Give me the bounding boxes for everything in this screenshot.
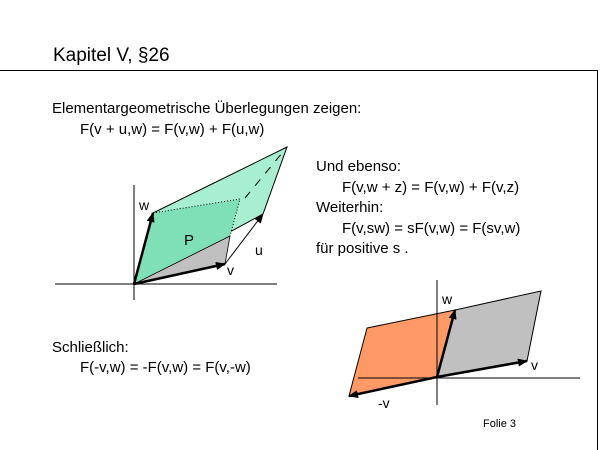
- vector-u: [224, 213, 264, 265]
- formula-scaling: F(v,sw) = sF(v,w) = F(sv,w): [342, 220, 521, 237]
- positive-s-text: für positive s .: [316, 240, 409, 257]
- vector-v: [133, 262, 226, 286]
- label-p: P: [184, 232, 194, 249]
- label-w: w: [138, 197, 150, 213]
- und-ebenso-text: Und ebenso:: [316, 158, 402, 175]
- vector-neg-v: [348, 375, 438, 399]
- parallelogram-v-w: [436, 290, 542, 378]
- content-frame: [0, 70, 598, 450]
- formula-additivity-w: F(v,w + z) = F(v,w) + F(v,z): [342, 179, 520, 196]
- parallelogram-neg-v-w: [348, 309, 456, 397]
- formula-additivity-v: F(v + u,w) = F(v,w) + F(u,w): [80, 121, 265, 138]
- intro-text: Elementargeometrische Überlegungen zeige…: [52, 100, 362, 117]
- schliesslich-text: Schließlich:: [52, 339, 129, 356]
- label-v: v: [227, 262, 234, 278]
- vector-v: [436, 358, 528, 379]
- label-neg-v: -v: [378, 395, 390, 411]
- label-u: u: [255, 242, 263, 258]
- parallelogram-p: [134, 199, 240, 284]
- diagram-additivity: w v u P: [55, 146, 288, 300]
- diagram-antisymmetry: w v -v: [348, 280, 580, 411]
- label-w: w: [441, 291, 453, 307]
- label-v: v: [531, 357, 538, 373]
- vector-w: [435, 309, 457, 378]
- slide-number: Folie 3: [483, 418, 517, 430]
- dashed-diagonal: [244, 146, 288, 199]
- formula-antisymmetry: F(-v,w) = -F(v,w) = F(v,-w): [80, 359, 251, 376]
- slide-title: Kapitel V, §26: [53, 45, 170, 66]
- vector-w: [132, 212, 155, 285]
- weiterhin-text: Weiterhin:: [316, 199, 384, 216]
